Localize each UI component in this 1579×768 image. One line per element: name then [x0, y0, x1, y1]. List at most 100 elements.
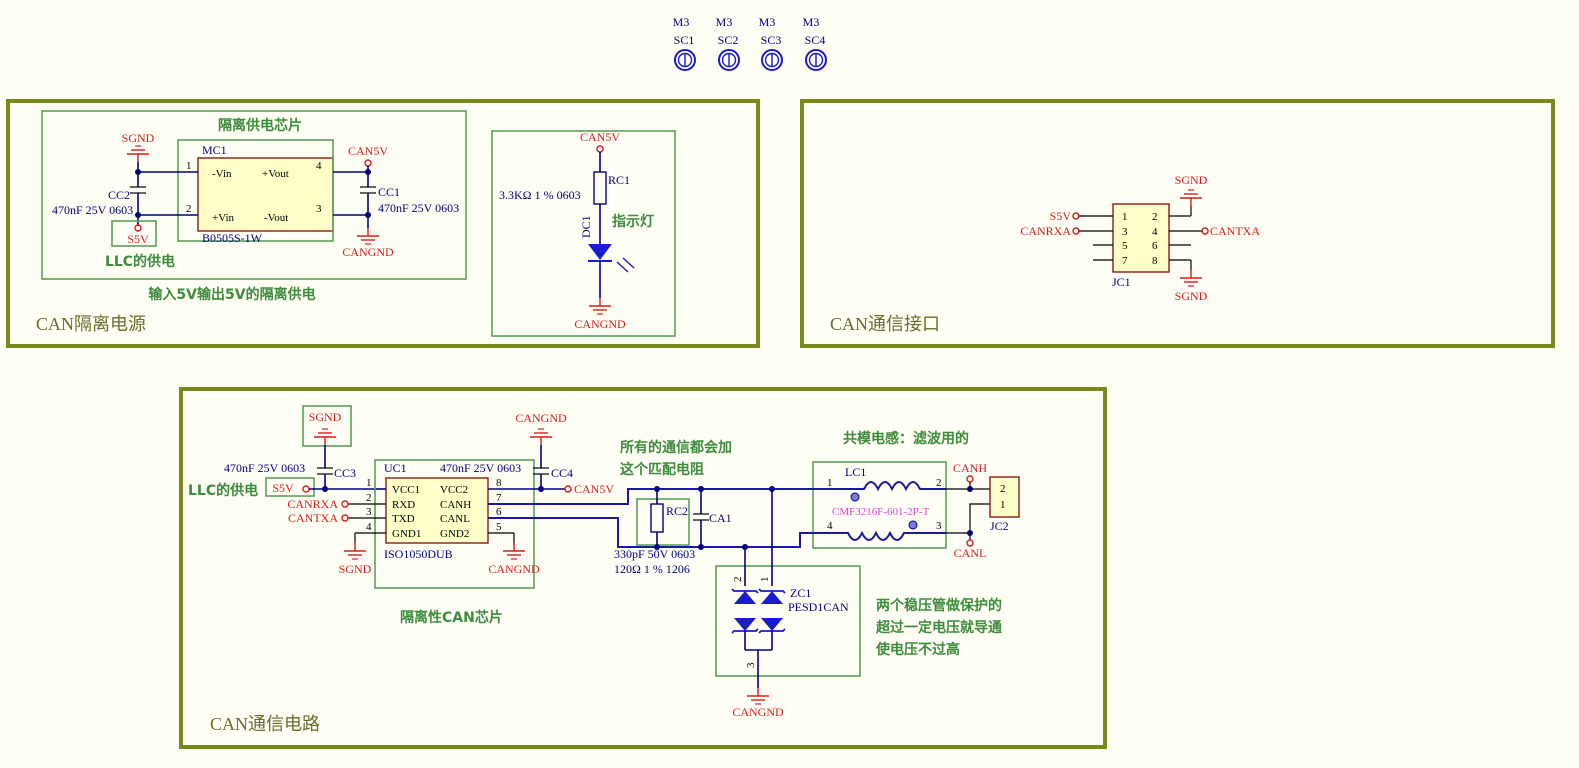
cangnd-label: CANGND	[342, 245, 394, 259]
dc1-ref: DC1	[579, 215, 593, 238]
choke-dot	[908, 520, 918, 530]
jc1-s5v: S5V	[1050, 209, 1072, 223]
io-note: 输入5V输出5V的隔离供电	[148, 286, 315, 303]
comm-llc-label: LLC的供电	[188, 482, 258, 499]
comm-sgnd-top: SGND	[309, 410, 342, 424]
rc2-value: 120Ω 1 % 1206	[614, 562, 690, 576]
uc1-pin7: 7	[496, 492, 502, 504]
screw-icon	[718, 49, 740, 71]
comm-cangnd-uc1: CANGND	[488, 562, 540, 576]
jc1-cantxa: CANTXA	[1210, 224, 1260, 238]
lc1-ref: LC1	[845, 465, 866, 479]
cc2-ref: CC2	[108, 188, 130, 202]
mounting-hole-sc2: M3 SC2	[716, 15, 740, 71]
cc3-value: 470nF 25V 0603	[224, 461, 305, 475]
tvs-note-1: 两个稳压管做保护的	[876, 597, 1002, 614]
sc1-type: M3	[673, 15, 690, 29]
sc2-type: M3	[716, 15, 733, 29]
zc1-pin1: 1	[759, 577, 771, 583]
interface-section-frame	[800, 99, 1555, 348]
jc2-connector	[989, 476, 1020, 518]
uc1-pin3: 3	[366, 506, 372, 518]
zc1-pin2: 2	[732, 577, 744, 583]
led-icon	[588, 244, 612, 260]
match-note-1: 所有的通信都会加	[620, 439, 732, 456]
indicator-can5v: CAN5V	[580, 130, 620, 144]
sc2-ref: SC2	[718, 33, 739, 47]
rc2-resistor	[650, 503, 664, 533]
lc1-box	[812, 461, 947, 549]
cc2-value: 470nF 25V 0603	[52, 203, 133, 217]
jc1-pin6: 6	[1152, 240, 1158, 252]
chip-box-label: 隔离供电芯片	[218, 117, 302, 134]
comm-s5v: S5V	[272, 481, 294, 495]
tvs-note-2: 超过一定电压就导通	[875, 619, 1002, 636]
cc4-ref: CC4	[551, 466, 573, 480]
uc1-pin2: 2	[366, 492, 372, 504]
uc1-pin-gnd2: GND2	[440, 528, 469, 540]
mc1-chip	[197, 157, 334, 232]
comm-chip-label: 隔离性CAN芯片	[400, 609, 503, 626]
jc2-pin1: 1	[1000, 499, 1006, 511]
lc1-pin2: 2	[936, 477, 942, 489]
screw-icon	[761, 49, 783, 71]
rc2-box	[636, 498, 690, 546]
interface-section: CAN通信接口 1 2 3 4 5 6 7 8 JC1 S5V CANRXA C…	[800, 99, 1555, 348]
canh-label: CANH	[953, 461, 987, 475]
uc1-pin4: 4	[366, 521, 372, 533]
uc1-part: ISO1050DUB	[384, 547, 453, 561]
mc1-vin-pos: +Vin	[212, 212, 235, 224]
power-section-title: CAN隔离电源	[36, 314, 146, 334]
mc1-pin4: 4	[316, 160, 322, 172]
sgnd-box	[302, 405, 352, 447]
zc1-pin3: 3	[745, 662, 757, 668]
sc3-type: M3	[759, 15, 776, 29]
mc1-pin3: 3	[316, 203, 322, 215]
indicator-label: 指示灯	[612, 213, 654, 230]
uc1-ref: UC1	[384, 461, 407, 475]
uc1-box	[374, 459, 535, 589]
jc1-canrxa: CANRXA	[1020, 224, 1071, 238]
uc1-pin-rxd: RXD	[392, 499, 415, 511]
match-note-2: 这个匹配电阻	[620, 461, 704, 478]
comm-can5v: CAN5V	[574, 482, 614, 496]
comm-sgnd-bottom: SGND	[339, 562, 372, 576]
zc1-ref: ZC1	[790, 586, 811, 600]
mc1-pin2: 2	[186, 203, 192, 215]
uc1-pin-canl: CANL	[440, 513, 470, 525]
ground-icon	[1179, 269, 1203, 287]
choke-dot	[850, 492, 860, 502]
screw-icon	[805, 49, 827, 71]
ground-icon	[1179, 189, 1203, 207]
ca1-ref: CA1	[709, 511, 732, 525]
interface-section-title: CAN通信接口	[830, 314, 940, 334]
mc1-ref: MC1	[202, 143, 227, 157]
s5v-label: S5V	[127, 232, 149, 246]
rc1-resistor	[593, 171, 607, 205]
rc1-ref: RC1	[608, 173, 630, 187]
choke-winding-top	[812, 481, 946, 492]
jc1-pin7: 7	[1122, 255, 1128, 267]
sgnd-label: SGND	[122, 131, 155, 145]
rc1-value: 3.3KΩ 1 % 0603	[499, 188, 581, 202]
llc-label: LLC的供电	[105, 253, 175, 270]
jc1-pin8: 8	[1152, 255, 1158, 267]
comm-section-frame	[179, 387, 1107, 749]
comm-cantxa: CANTXA	[288, 511, 338, 525]
mounting-hole-sc3: M3 SC3	[759, 15, 783, 71]
jc2-pin2: 2	[1000, 483, 1006, 495]
jc1-pin2: 2	[1152, 211, 1158, 223]
indicator-box	[491, 130, 676, 337]
comm-canrxa: CANRXA	[287, 497, 338, 511]
sc4-type: M3	[803, 15, 820, 29]
jc1-sgnd-bottom: SGND	[1175, 289, 1208, 303]
jc1-pin3: 3	[1122, 226, 1128, 238]
choke-winding-bottom	[812, 530, 946, 541]
uc1-pin8: 8	[496, 477, 502, 489]
uc1-pin-txd: TXD	[392, 513, 415, 525]
uc1-pin-canh: CANH	[440, 499, 471, 511]
canl-label: CANL	[954, 546, 987, 560]
zc1-part: PESD1CAN	[788, 600, 849, 614]
ca1-value: 330pF 50V 0603	[614, 547, 695, 561]
mounting-hole-sc4: M3 SC4	[803, 15, 827, 71]
